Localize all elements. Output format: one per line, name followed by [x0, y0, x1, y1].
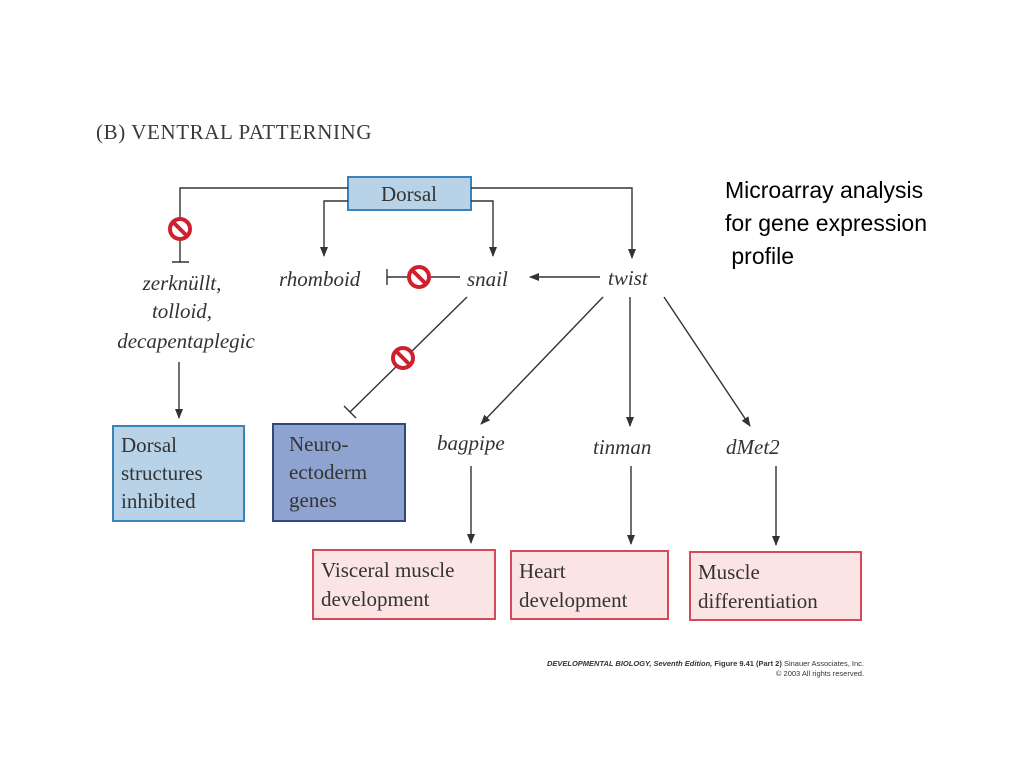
dorsal-structures-line-3: inhibited [121, 489, 196, 513]
diagram-title: (B) VENTRAL PATTERNING [96, 120, 372, 144]
inhibition-symbol-icon [391, 346, 415, 370]
dorsal-box [347, 176, 472, 211]
muscle-differentiation-line-2: differentiation [698, 589, 818, 613]
snail-label: snail [467, 267, 508, 291]
heart-development-line-1: Heart [519, 559, 566, 583]
dorsal-to-snail-arrow [471, 200, 497, 257]
neuroectoderm-line-1: Neuro- [289, 432, 348, 456]
dorsal-structures-line-2: structures [121, 461, 203, 485]
dorsal-label: Dorsal [381, 182, 437, 206]
neuroectoderm-line-2: ectoderm [289, 460, 367, 484]
neuroectoderm-box [272, 423, 406, 522]
twist-label: twist [608, 266, 649, 290]
credit-figure: Figure 9.41 (Part 2) [712, 659, 782, 668]
figure-credit: DEVELOPMENTAL BIOLOGY, Seventh Edition, … [490, 659, 864, 679]
dorsal-structures-line-1: Dorsal [121, 433, 177, 457]
neuroectoderm-line-3: genes [289, 488, 337, 512]
visceral-muscle-box [312, 549, 496, 620]
zerknullt-label: zerknüllt, [142, 271, 222, 295]
note-line-1: Microarray analysis [725, 177, 924, 203]
muscle-differentiation-line-1: Muscle [698, 560, 760, 584]
credit-copyright: © 2003 All rights reserved. [775, 669, 864, 678]
muscle-differentiation-box [689, 551, 862, 621]
note-line-3: profile [725, 243, 795, 269]
dorsal-to-twist-arrow [471, 187, 636, 259]
inhibition-symbol-icon [407, 265, 431, 289]
decapentaplegic-label: decapentaplegic [117, 329, 255, 353]
dorsal-structures-box [112, 425, 245, 522]
rhomboid-label: rhomboid [279, 267, 361, 291]
heart-development-line-2: development [519, 588, 628, 612]
bagpipe-label: bagpipe [437, 431, 505, 455]
dorsal-to-zerknullt-inhibition-line [179, 187, 348, 262]
credit-book-title: DEVELOPMENTAL BIOLOGY, Seventh Edition, [546, 659, 713, 668]
twist-to-bagpipe-arrow [480, 296, 604, 425]
tinman-label: tinman [593, 435, 651, 459]
heart-development-box [510, 550, 669, 620]
note-line-2: for gene expression [725, 210, 928, 236]
dmet2-label: dMet2 [726, 435, 780, 459]
visceral-muscle-line-1: Visceral muscle [321, 558, 454, 582]
visceral-muscle-line-2: development [321, 587, 430, 611]
dorsal-to-rhomboid-arrow [320, 200, 348, 257]
twist-to-dmet2-arrow [663, 296, 751, 427]
neuroectoderm-inhibition-bar [343, 405, 357, 419]
tolloid-label: tolloid, [152, 299, 212, 323]
microarray-note: Microarray analysis for gene expression … [725, 174, 1005, 273]
inhibition-symbol-icon [168, 217, 192, 241]
credit-publisher: Sinauer Associates, Inc. [781, 659, 864, 668]
